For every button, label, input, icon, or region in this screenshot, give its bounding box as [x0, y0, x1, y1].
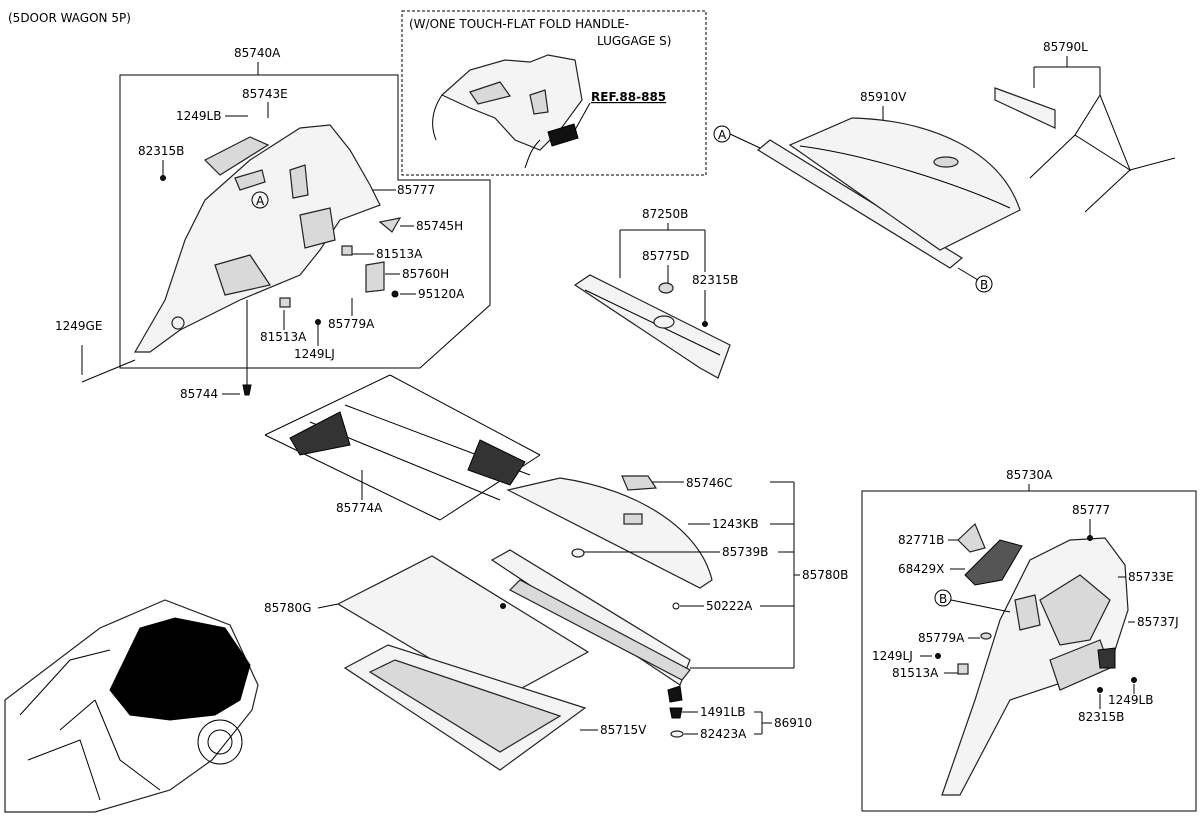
marker-a-cover-label: A [718, 128, 727, 142]
label-85743e[interactable]: 85743E [242, 87, 288, 101]
cargo-side-tray-illustration [490, 548, 691, 703]
label-82315b-right[interactable]: 82315B [1078, 710, 1124, 724]
model-note: (5DOOR WAGON 5P) [8, 11, 131, 25]
label-85779a-right[interactable]: 85779A [918, 631, 965, 645]
label-68429x[interactable]: 68429X [898, 562, 944, 576]
marker-b-right-label: B [939, 592, 947, 606]
label-85777-left[interactable]: 85777 [397, 183, 435, 197]
label-82315b-mid[interactable]: 82315B [692, 273, 738, 287]
label-85733e[interactable]: 85733E [1128, 570, 1174, 584]
label-85730a[interactable]: 85730A [1006, 468, 1053, 482]
label-82315b-left[interactable]: 82315B [138, 144, 184, 158]
label-85745h[interactable]: 85745H [416, 219, 463, 233]
label-1249lj-left[interactable]: 1249LJ [294, 347, 335, 361]
tonneau-cover-illustration [756, 117, 1021, 269]
label-85790l[interactable]: 85790L [1043, 40, 1088, 54]
fold-handle-trim-illustration [432, 54, 591, 169]
label-81513a-left1[interactable]: 81513A [376, 247, 423, 261]
assembly-box-85740a [119, 74, 491, 369]
label-95120a[interactable]: 95120A [418, 287, 465, 301]
option-note-line2: LUGGAGE S) [597, 34, 671, 48]
luggage-net-illustration [264, 374, 541, 521]
label-1249lb-left[interactable]: 1249LB [176, 109, 221, 123]
right-quarter-trim-illustration [941, 537, 1129, 796]
scuff-plate-illustration [573, 274, 731, 379]
label-50222a[interactable]: 50222A [706, 599, 753, 613]
label-1249ge[interactable]: 1249GE [55, 319, 102, 333]
label-85744[interactable]: 85744 [180, 387, 218, 401]
label-87250b[interactable]: 87250B [642, 207, 688, 221]
label-85746c[interactable]: 85746C [686, 476, 733, 490]
label-85774a[interactable]: 85774A [336, 501, 383, 515]
marker-b-cover-label: B [980, 278, 988, 292]
grille-68429x [964, 539, 1023, 586]
label-86910[interactable]: 86910 [774, 716, 812, 730]
cap-82771b [957, 522, 986, 553]
option-box [401, 10, 707, 176]
label-85760h[interactable]: 85760H [402, 267, 449, 281]
label-85779a-left[interactable]: 85779A [328, 317, 375, 331]
luggage-net-holder-illustration [994, 87, 1176, 213]
marker-b-right [934, 589, 952, 607]
label-81513a-left2[interactable]: 81513A [260, 330, 307, 344]
marker-a-left-label: A [256, 194, 265, 208]
left-quarter-trim-illustration [133, 124, 381, 353]
option-note-line1: (W/ONE TOUCH-FLAT FOLD HANDLE- [409, 17, 629, 31]
label-85910v[interactable]: 85910V [860, 90, 907, 104]
label-1249lb-right[interactable]: 1249LB [1108, 693, 1153, 707]
label-82771b[interactable]: 82771B [898, 533, 944, 547]
underfloor-tray-illustration [343, 644, 587, 771]
label-85740a[interactable]: 85740A [234, 46, 281, 60]
label-1491lb[interactable]: 1491LB [700, 705, 745, 719]
ref-link[interactable]: REF.88-885 [591, 90, 666, 104]
label-85780g[interactable]: 85780G [264, 601, 311, 615]
label-81513a-right[interactable]: 81513A [892, 666, 939, 680]
label-85739b[interactable]: 85739B [722, 545, 768, 559]
label-1243kb[interactable]: 1243KB [712, 517, 759, 531]
label-1249lj-right[interactable]: 1249LJ [872, 649, 913, 663]
label-85777-right[interactable]: 85777 [1072, 503, 1110, 517]
marker-b-cover [975, 275, 993, 293]
label-85715v[interactable]: 85715V [600, 723, 647, 737]
bracket-85760h [365, 261, 385, 293]
clip-81513a-left [341, 245, 353, 256]
label-85737j[interactable]: 85737J [1137, 615, 1179, 629]
vehicle-illustration [4, 599, 259, 813]
marker-a-left [251, 191, 269, 209]
luggage-board-illustration [506, 475, 713, 589]
label-85775d[interactable]: 85775D [642, 249, 689, 263]
label-85780b[interactable]: 85780B [802, 568, 848, 582]
label-82423a[interactable]: 82423A [700, 727, 747, 741]
